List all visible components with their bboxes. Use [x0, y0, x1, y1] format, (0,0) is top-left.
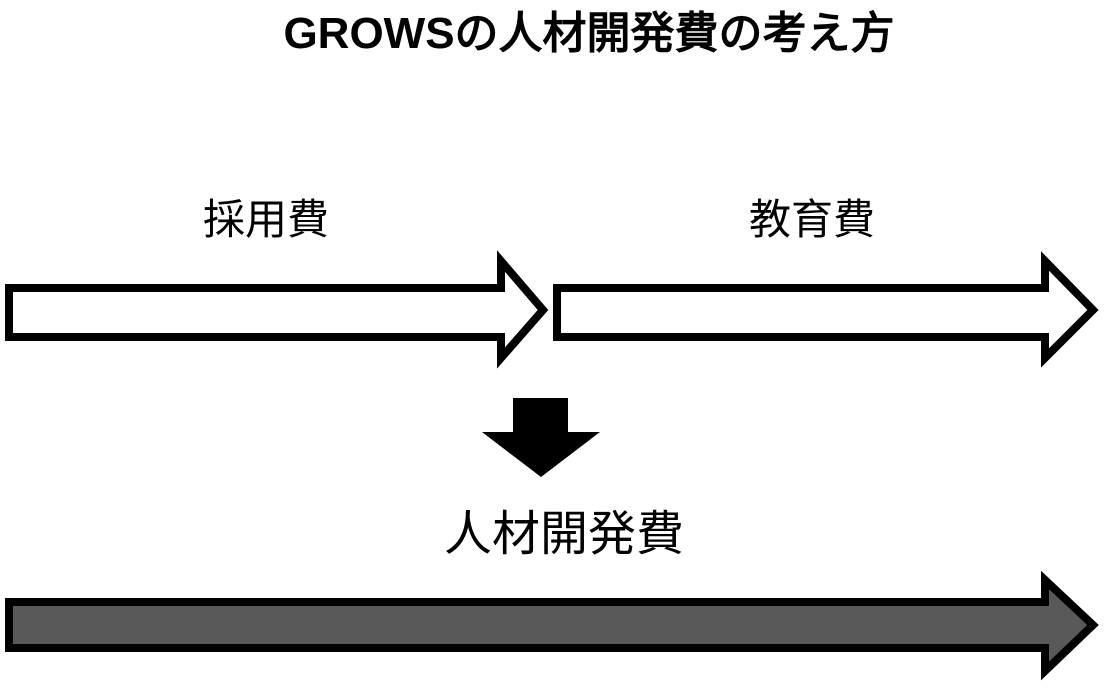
- education-cost-arrow-shape: [553, 251, 1099, 368]
- label-education-cost: 教育費: [748, 196, 876, 243]
- page-title: GROWSの人材開発費の考え方: [283, 9, 895, 58]
- hr-development-cost-arrow-shape: [5, 570, 1099, 681]
- down-arrow-icon: [482, 398, 600, 477]
- recruitment-cost-arrow-shape: [5, 250, 549, 369]
- label-recruitment-cost: 採用費: [202, 196, 330, 243]
- label-hr-development-cost: 人材開発費: [443, 508, 685, 561]
